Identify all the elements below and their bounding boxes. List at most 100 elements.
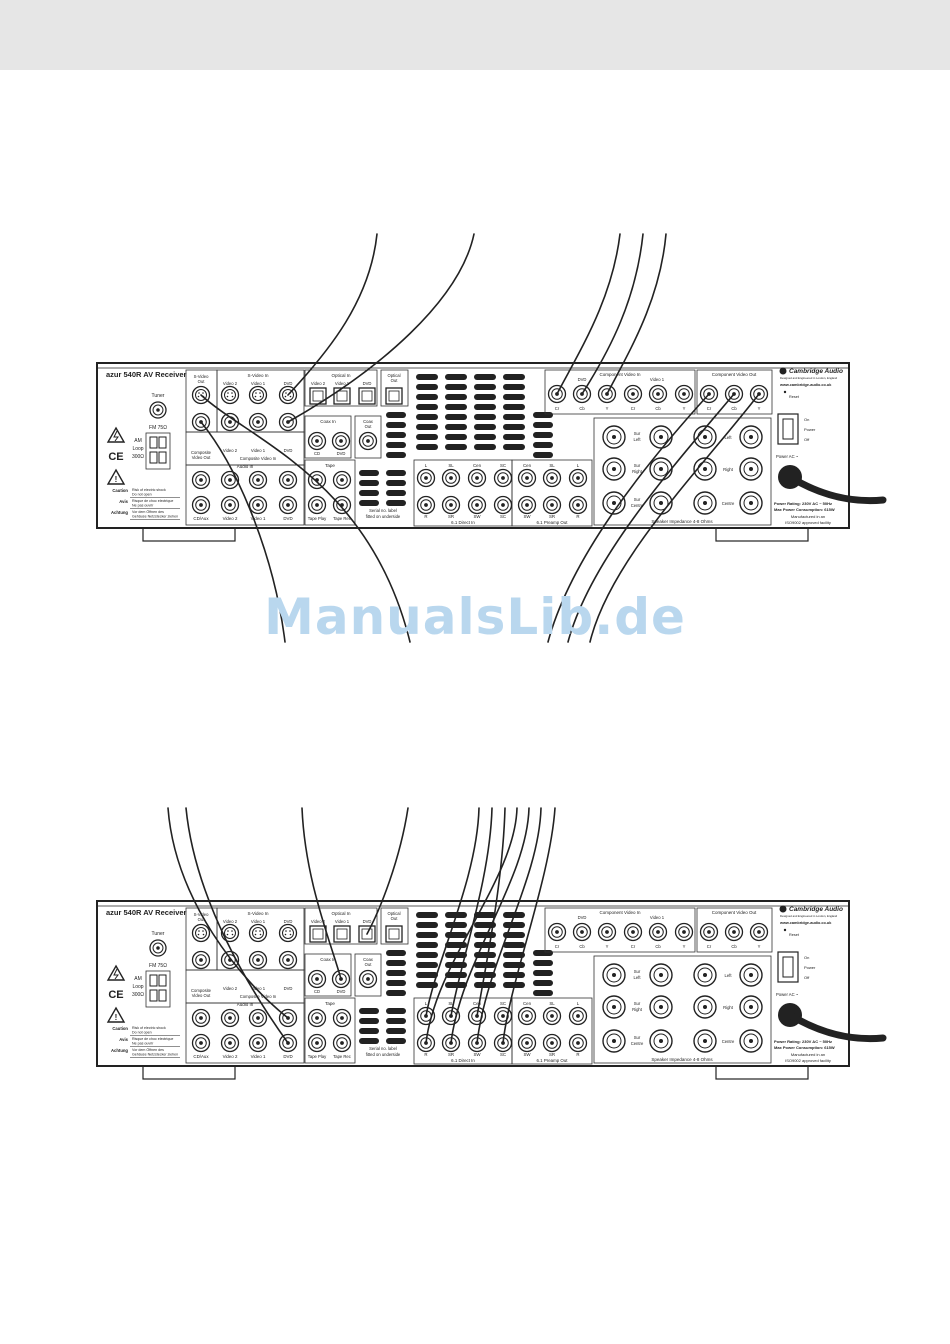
svideo-pin (285, 392, 287, 394)
rca-pin (475, 476, 479, 480)
vent-slot (503, 424, 525, 430)
lightning-bolt-icon (113, 968, 119, 980)
preamp-out-label: R (576, 1052, 579, 1057)
rca-pin (424, 503, 428, 507)
rca-pin (656, 392, 660, 396)
composite-in-label: Video 1 (251, 448, 266, 453)
vent-slot (416, 922, 438, 928)
rca-pin (340, 478, 344, 482)
optical-out-box (380, 907, 409, 945)
rca-pin (315, 1016, 319, 1020)
coax-out-label: Out (365, 962, 373, 967)
svideo-pin (254, 395, 257, 398)
component-group-label: Video 1 (650, 377, 665, 382)
vent-slot (386, 470, 406, 476)
svideo-ring (252, 927, 264, 939)
vent-slot (386, 432, 406, 438)
warning-label: Avis (119, 1037, 128, 1042)
rca-pin (656, 930, 660, 934)
speaker-impedance-label: Speaker Impedance 4-8 Ohms (651, 1057, 713, 1062)
audio-in-title: Audio In (237, 1002, 254, 1007)
vent-slot (445, 404, 467, 410)
optical-in-label: Video 1 (335, 381, 350, 386)
warning-text: Gehäuse Netzstecker ziehen (132, 1053, 178, 1057)
optical-shutter (388, 390, 400, 402)
speaker-label: Centre (722, 501, 735, 506)
speaker-label: Sur (634, 463, 641, 468)
svideo-pin (226, 395, 229, 398)
optical-shutter (312, 928, 324, 940)
optical-out-box (380, 369, 409, 407)
audio-in-label: DVD (283, 516, 292, 521)
svideo-ring (282, 927, 294, 939)
coax-in-label: DVD (337, 451, 346, 456)
ce-mark-icon: CE (108, 451, 123, 463)
vent-slot (445, 444, 467, 450)
vent-slot (503, 952, 525, 958)
rca-pin (707, 930, 711, 934)
composite-in-label: DVD (284, 986, 293, 991)
warning-text: Vor dem Öffnen des (132, 1048, 164, 1052)
direct-in-label: SL (448, 1001, 454, 1006)
vent-slot (359, 470, 379, 476)
coax-in-label: DVD (337, 989, 346, 994)
fm-label: FM 75Ω (149, 425, 167, 431)
vent-slot (474, 394, 496, 400)
vent-slot (474, 444, 496, 450)
brand-name: Cambridge Audio (789, 906, 843, 913)
am-loop-terminal (145, 432, 171, 470)
rca-pin (228, 503, 232, 507)
optical-out-label: Out (391, 378, 399, 383)
preamp-out-label: SC (500, 1001, 506, 1006)
vent-slot (386, 412, 406, 418)
component-out-label: Cb (731, 944, 737, 949)
speaker-label: Sur (634, 1035, 641, 1040)
vent-slot (503, 922, 525, 928)
vent-slot (386, 970, 406, 976)
svideo-pin (255, 930, 257, 932)
coax-in-box (304, 953, 352, 997)
cable (200, 394, 411, 643)
vent-slot (445, 922, 467, 928)
preamp-out-box (511, 997, 593, 1065)
rca-pin (315, 439, 319, 443)
iso-label: ISO9002 approved facility (785, 520, 831, 525)
svideo-out-label: Out (198, 379, 206, 384)
component-in-label: Cr (555, 406, 560, 411)
component-out-label: Cr (707, 406, 712, 411)
svideo-pin (289, 930, 291, 932)
vent-slot (503, 962, 525, 968)
component-in-label: Y (606, 944, 609, 949)
vent-slot (386, 960, 406, 966)
cable (606, 233, 667, 395)
rca-pin (576, 1014, 580, 1018)
rca-pin (256, 420, 260, 424)
tuner-label: Tuner (152, 931, 165, 937)
vent-slot (386, 980, 406, 986)
vent-slot (503, 444, 525, 450)
cable (287, 233, 475, 423)
optical-out-label: Optical (387, 373, 400, 378)
preamp-out-label: SR (549, 514, 555, 519)
am-label: AM (134, 438, 142, 444)
rca-pin (340, 1016, 344, 1020)
vent-slot (359, 1038, 379, 1044)
right-foot (715, 526, 809, 542)
am-label: Loop (132, 446, 143, 452)
svideo-pin (231, 930, 233, 932)
warning-text: Risque de choc electrique (132, 499, 173, 503)
vent-slot (533, 422, 553, 428)
rca-pin (256, 478, 260, 482)
svideo-pin (231, 395, 234, 398)
speaker-label: Right (723, 467, 734, 472)
vent-slot (359, 1028, 379, 1034)
svideo-in-label: DVD (284, 381, 293, 386)
svideo-pin (289, 933, 292, 936)
am-clip (149, 436, 158, 449)
vent-slot (445, 972, 467, 978)
power-off-label: Off (804, 437, 810, 442)
component-out-title: Component Video Out (712, 372, 757, 377)
power-on-label: On (804, 955, 809, 960)
